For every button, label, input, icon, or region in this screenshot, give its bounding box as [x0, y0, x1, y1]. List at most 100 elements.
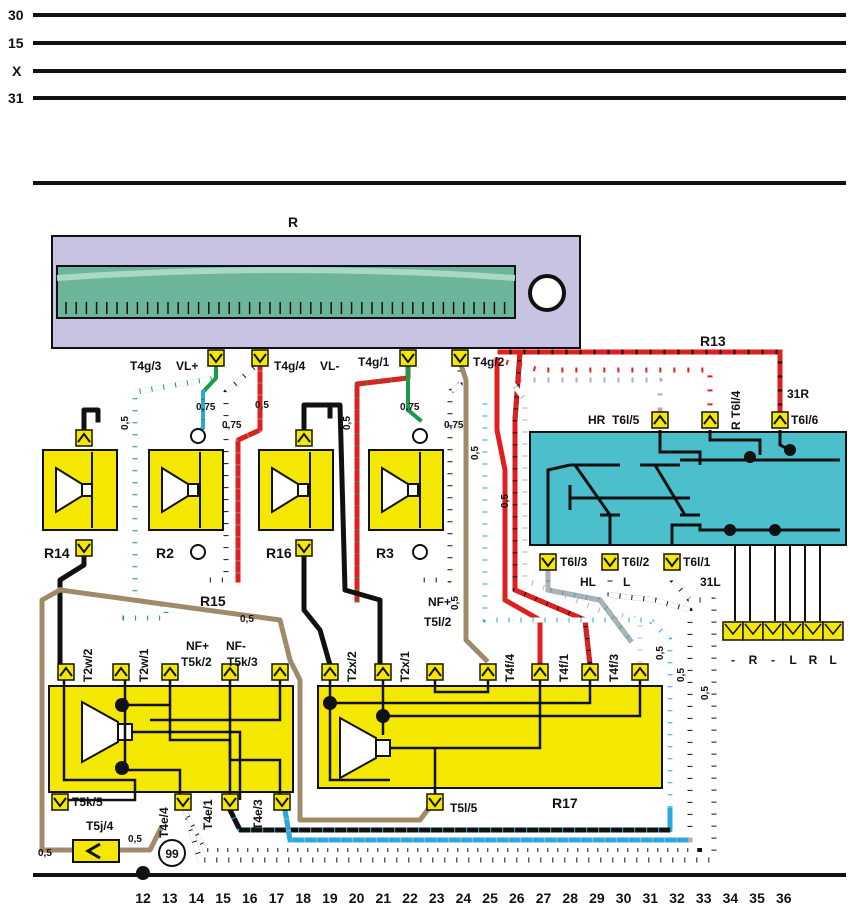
label-r2: R2 — [156, 545, 174, 561]
bus-label-15: 15 — [8, 35, 24, 51]
column-number: 30 — [616, 890, 632, 906]
label-t5l2: T5l/2 — [424, 615, 452, 629]
label-t5j4: T5j/4 — [86, 819, 114, 833]
label-t4g2: T4g/2 — [473, 355, 505, 369]
label-t4e1: T4e/1 — [201, 799, 215, 830]
column-number: 31 — [643, 890, 659, 906]
column-number: 16 — [242, 890, 258, 906]
terminal-labels: - R - L R L — [731, 653, 837, 667]
label-nfm-left: NF- — [226, 639, 246, 653]
label-t4g4: T4g/4 — [274, 359, 306, 373]
label-r17: R17 — [552, 795, 578, 811]
column-number: 28 — [562, 890, 578, 906]
label-t4f4: T4f/4 — [503, 654, 517, 682]
svg-text:0,5: 0,5 — [676, 668, 687, 682]
label-vlm: VL- — [320, 359, 339, 373]
terminal-label: L — [789, 653, 796, 667]
column-number: 35 — [749, 890, 765, 906]
switch-box — [529, 430, 847, 546]
label-hr: HR — [588, 413, 606, 427]
column-number: 25 — [482, 890, 498, 906]
column-number: 26 — [509, 890, 525, 906]
svg-text:0,5: 0,5 — [38, 848, 52, 859]
svg-text:0,5: 0,5 — [120, 416, 131, 430]
label-31l: 31L — [700, 575, 721, 589]
label-r14: R14 — [44, 545, 70, 561]
speaker-r2 — [148, 428, 224, 560]
terminal-label: L — [829, 653, 836, 667]
column-number: 14 — [189, 890, 205, 906]
ground-symbol-icon — [158, 839, 186, 867]
svg-text:0,5: 0,5 — [500, 494, 511, 508]
svg-text:0,75: 0,75 — [400, 402, 420, 413]
column-number: 12 — [135, 890, 151, 906]
column-number: 34 — [723, 890, 739, 906]
label-r3: R3 — [376, 545, 394, 561]
amplifier-left — [48, 680, 294, 802]
label-t5k3: T5k/3 — [227, 655, 258, 669]
column-number: 20 — [349, 890, 365, 906]
wires — [39, 349, 821, 863]
label-r-t6l4: R T6l/4 — [729, 390, 743, 430]
column-number: 33 — [696, 890, 712, 906]
radio-unit — [51, 235, 581, 349]
column-number: 36 — [776, 890, 792, 906]
svg-text:0,5: 0,5 — [342, 416, 353, 430]
ground-label: 99 — [165, 847, 179, 861]
column-number: 22 — [402, 890, 418, 906]
label-t4g1: T4g/1 — [358, 355, 390, 369]
label-vlp: VL+ — [176, 359, 198, 373]
bus-label-30: 30 — [8, 7, 24, 23]
column-number: 21 — [376, 890, 392, 906]
svg-text:0,75: 0,75 — [196, 402, 216, 413]
svg-text:0,5: 0,5 — [240, 614, 254, 625]
svg-text:0,5: 0,5 — [128, 834, 142, 845]
svg-text:0,5: 0,5 — [700, 686, 711, 700]
bus-label-31: 31 — [8, 90, 24, 106]
label-t2x1: T2x/1 — [398, 651, 412, 682]
label-r13: R13 — [700, 333, 726, 349]
column-number: 24 — [456, 890, 472, 906]
terminal-label: R — [749, 653, 758, 667]
terminal-label: - — [771, 653, 775, 667]
label-t6l5: T6l/5 — [612, 413, 640, 427]
amplifier-right — [317, 680, 663, 800]
label-t4f3: T4f/3 — [607, 654, 621, 682]
column-number: 29 — [589, 890, 605, 906]
wire-size-labels: 0,5 0,75 0,75 0,5 0,5 0,75 0,75 0,5 0,5 … — [38, 400, 711, 859]
label-t4f1: T4f/1 — [557, 654, 571, 682]
column-number: 15 — [215, 890, 231, 906]
label-r15: R15 — [200, 593, 226, 609]
column-number: 27 — [536, 890, 552, 906]
label-t6l1: T6l/1 — [683, 555, 711, 569]
svg-text:0,5: 0,5 — [255, 400, 269, 411]
label-t4g3: T4g/3 — [130, 359, 162, 373]
label-t4e4: T4e/4 — [157, 807, 171, 838]
svg-text:0,5: 0,5 — [450, 596, 461, 610]
connector-t5j4-icon — [72, 839, 120, 863]
label-t5k2: T5k/2 — [181, 655, 212, 669]
column-number: 23 — [429, 890, 445, 906]
label-t6l2: T6l/2 — [622, 555, 650, 569]
column-number: 13 — [162, 890, 178, 906]
bus-lines — [33, 13, 846, 877]
svg-text:0,5: 0,5 — [470, 446, 481, 460]
label-t6l3: T6l/3 — [560, 555, 588, 569]
label-t5k5: T5k/5 — [72, 795, 103, 809]
label-31r: 31R — [787, 387, 809, 401]
speaker-r14 — [42, 449, 118, 531]
column-number: 19 — [322, 890, 338, 906]
label-nfp-right: NF+ — [428, 595, 451, 609]
label-t2w2: T2w/2 — [81, 648, 95, 682]
svg-text:0,75: 0,75 — [222, 420, 242, 431]
column-number: 18 — [295, 890, 311, 906]
terminal-label: - — [731, 653, 735, 667]
speaker-r3 — [368, 428, 444, 560]
column-number: 32 — [669, 890, 685, 906]
label-t4e3: T4e/3 — [251, 799, 265, 830]
bus-label-x: X — [12, 63, 22, 79]
terminal-label: R — [809, 653, 818, 667]
label-l: L — [623, 575, 630, 589]
